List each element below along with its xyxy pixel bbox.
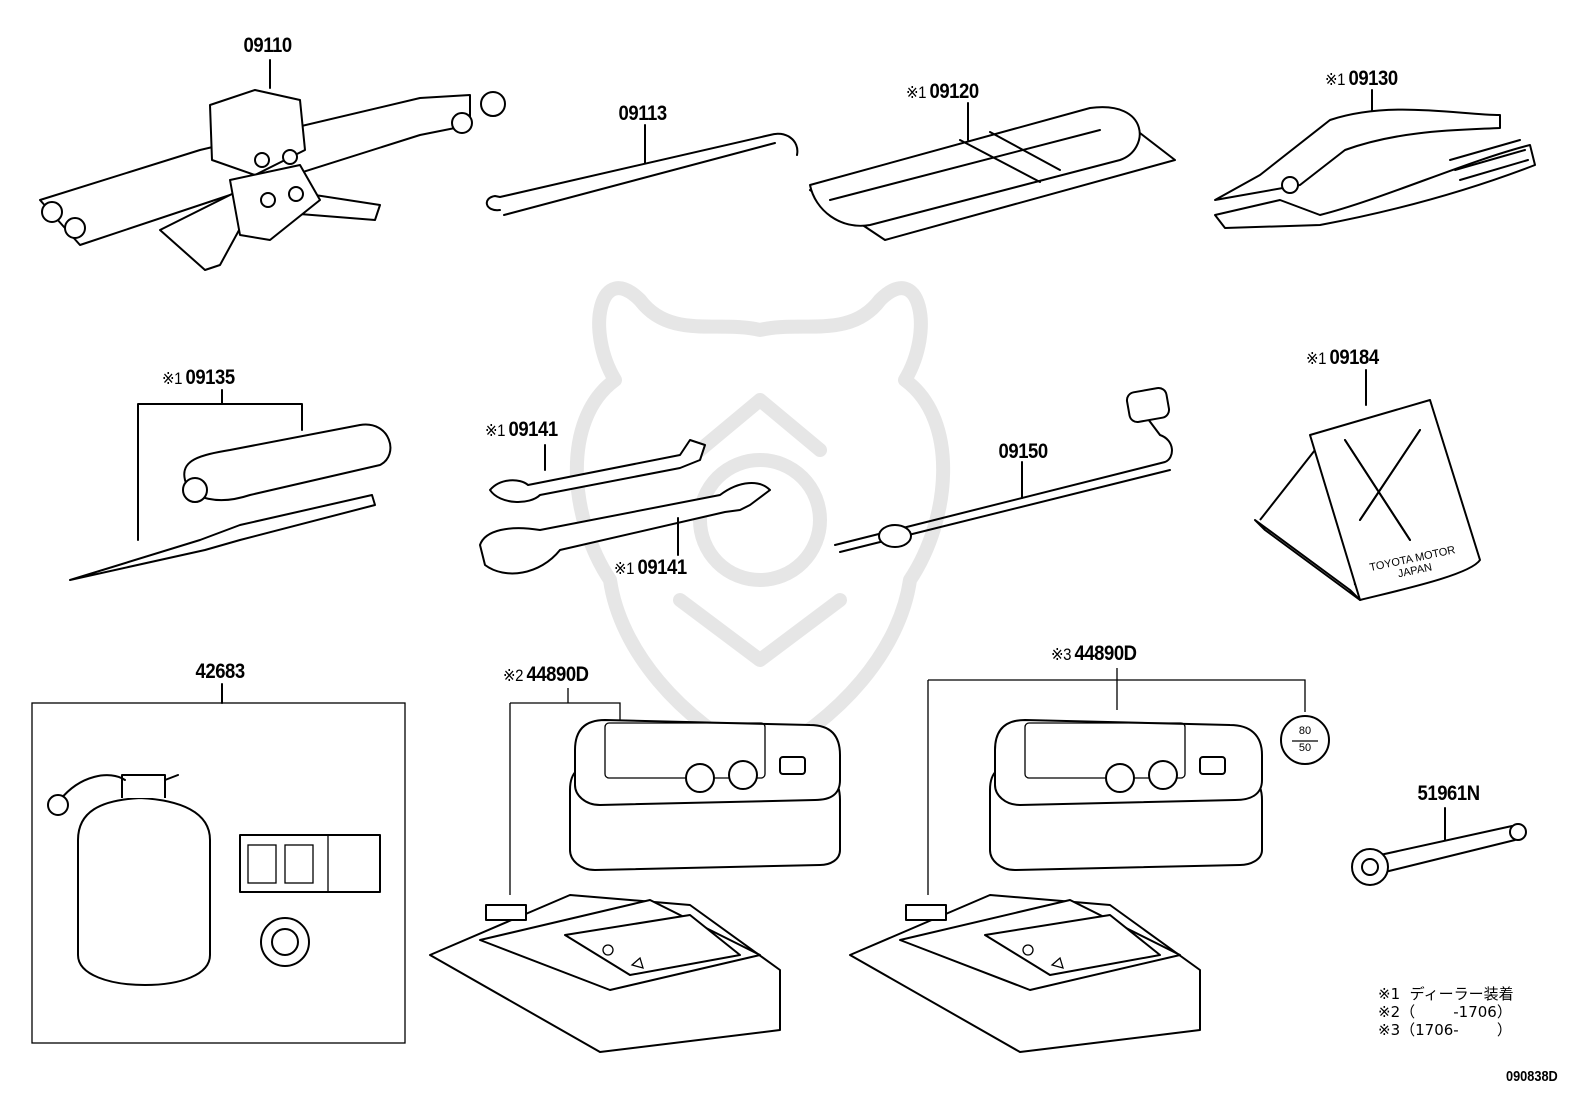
speed-limit-sticker: 80 50 bbox=[1293, 723, 1317, 757]
part-code: 09141 bbox=[508, 418, 558, 441]
part-code: 09130 bbox=[1348, 67, 1398, 90]
part-prefix: ※1 bbox=[906, 83, 926, 102]
screwdriver-icon bbox=[69, 389, 392, 581]
part-code: 09141 bbox=[637, 556, 687, 579]
diagram-reference-number: 090838D bbox=[1506, 1068, 1558, 1085]
legend-note-3: ※3（1706- ） bbox=[1378, 1021, 1512, 1039]
part-code: 09110 bbox=[243, 34, 293, 57]
speed-sticker-bottom: 50 bbox=[1298, 742, 1312, 754]
tire-pressure-monitor-kit-b-icon bbox=[849, 668, 1330, 1053]
jack-handle-rod-icon bbox=[485, 124, 799, 216]
lug-wrench-icon bbox=[834, 387, 1173, 553]
part-code: 09113 bbox=[618, 102, 668, 125]
part-label-51961n: 51961N bbox=[1414, 782, 1481, 806]
part-label-09113: 09113 bbox=[615, 102, 668, 126]
footnote-legend: ※1 ディーラー装着 ※2（ -1706） ※3（1706- ） bbox=[1378, 985, 1514, 1039]
towing-eye-icon bbox=[1351, 807, 1527, 886]
pliers-icon bbox=[1214, 89, 1536, 229]
part-label-09150: 09150 bbox=[995, 440, 1049, 464]
repair-kit-icon bbox=[31, 683, 406, 1044]
part-code: 09120 bbox=[929, 80, 979, 103]
part-prefix: ※2 bbox=[503, 666, 523, 685]
part-label-42683: 42683 bbox=[192, 660, 246, 684]
part-code: 09150 bbox=[998, 440, 1049, 463]
wrench-pair-icon bbox=[479, 439, 771, 575]
part-prefix: ※1 bbox=[485, 421, 505, 440]
part-code: 44890D bbox=[1074, 642, 1137, 665]
part-prefix: ※1 bbox=[1325, 70, 1345, 89]
part-label-09110: 09110 bbox=[240, 34, 293, 58]
legend-note-1: ※1 ディーラー装着 bbox=[1378, 985, 1514, 1003]
tool-bag-icon bbox=[809, 102, 1176, 241]
wheel-chock-icon bbox=[1254, 369, 1481, 601]
speed-sticker-top: 80 bbox=[1298, 725, 1312, 737]
part-prefix: ※1 bbox=[1306, 349, 1326, 368]
part-prefix: ※1 bbox=[162, 369, 182, 388]
part-prefix: ※3 bbox=[1051, 645, 1071, 664]
scissor-jack-icon bbox=[39, 59, 506, 271]
watermark-logo bbox=[569, 281, 951, 767]
part-code: 09135 bbox=[185, 366, 235, 389]
part-code: 51961N bbox=[1417, 782, 1481, 805]
part-code: 44890D bbox=[526, 663, 589, 686]
part-code: 42683 bbox=[195, 660, 246, 683]
tire-pressure-monitor-kit-a-icon bbox=[429, 688, 841, 1053]
part-code: 09184 bbox=[1329, 346, 1379, 369]
part-prefix: ※1 bbox=[614, 559, 634, 578]
legend-note-2: ※2（ -1706） bbox=[1378, 1003, 1512, 1021]
